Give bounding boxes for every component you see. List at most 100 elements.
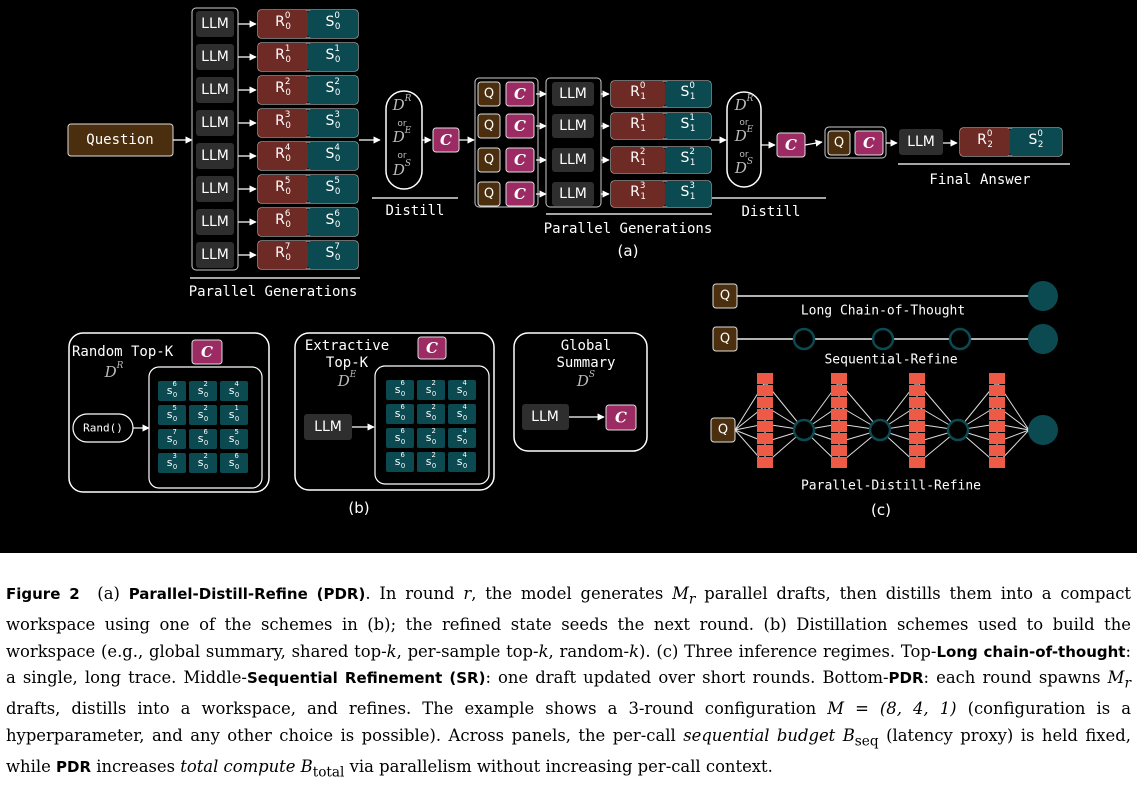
random-topk-symbol: DR: [104, 361, 124, 381]
context-label: C: [514, 85, 526, 103]
summary-chip: [158, 405, 186, 425]
or-label: or: [397, 119, 407, 129]
summary-chip: [448, 428, 476, 448]
llm-label: LLM: [201, 115, 229, 131]
caption-pdr-2: PDR: [56, 758, 91, 777]
caption-text-3: parallel drafts, then distills them into…: [6, 584, 1131, 661]
pdr-label: Parallel-Distill-Refine: [801, 479, 981, 494]
draft-node: [831, 397, 847, 408]
llm-label: LLM: [201, 148, 229, 164]
caption-text-14: via parallelism without increasing per-c…: [349, 757, 773, 777]
summary-chip: [158, 453, 186, 473]
panel-c-label: (c): [871, 501, 891, 519]
random-topk-context: [191, 339, 223, 365]
long-cot-label: Long Chain-of-Thought: [801, 304, 965, 319]
llm-label: LLM: [201, 49, 229, 65]
round0-llm-column: [191, 7, 239, 271]
final-answer-label: Final Answer: [929, 172, 1030, 188]
summary-chip: [189, 405, 217, 425]
reasoning-box: [258, 175, 308, 203]
summary-chip: [386, 428, 414, 448]
reasoning-box: [960, 128, 1010, 156]
random-topk-card: [68, 332, 270, 493]
summary-chip: [220, 429, 248, 449]
extractive-title-1: Extractive: [305, 338, 389, 354]
caption-text-5: , random-: [548, 641, 630, 661]
caption-b-total: B: [300, 757, 313, 777]
q-box-r1: [477, 113, 501, 139]
draft-node: [989, 397, 1005, 408]
summary-chip: [448, 452, 476, 472]
llm-label: LLM: [559, 86, 587, 102]
reasoning-box: [258, 208, 308, 236]
draft-node: [757, 373, 773, 384]
sequential-node: [792, 327, 816, 351]
context-label: C: [863, 134, 875, 152]
llm-box-r0: [196, 176, 234, 202]
pdr-distill-node: [946, 418, 970, 442]
distill-1-label: Distill: [385, 203, 444, 219]
caption-text-10: drafts, distills into a workspace, and r…: [6, 699, 817, 719]
draft-node: [989, 445, 1005, 456]
draft-node: [831, 385, 847, 396]
q-box-r1: [477, 181, 501, 207]
summary-chip: [189, 453, 217, 473]
caption-text-11: (configuration is a hyperparameter, and …: [6, 699, 1131, 745]
q-box-r1: [477, 147, 501, 173]
context-box-r1: [505, 181, 535, 207]
caption-r-sub-2: r: [1124, 675, 1131, 692]
distill-pill-2: [726, 91, 762, 188]
q-label: Q: [834, 136, 844, 151]
distill-e-2: DE: [734, 125, 754, 145]
llm-label: LLM: [201, 214, 229, 230]
sequential-node: [871, 327, 895, 351]
sequential-end-node: [1028, 324, 1058, 354]
llm-box-r0: [196, 143, 234, 169]
summary-chip: [158, 381, 186, 401]
summary-box: [1010, 128, 1062, 156]
distill-s-1: DS: [392, 159, 411, 179]
draft-node: [757, 409, 773, 420]
summary-chip: [386, 380, 414, 400]
reasoning-box: [258, 76, 308, 104]
context-box-r2: [854, 130, 884, 156]
draft-node: [757, 421, 773, 432]
reasoning-box: [611, 81, 665, 107]
pdr-draft-column: [831, 373, 847, 468]
draft-node: [989, 421, 1005, 432]
context-label: C: [514, 117, 526, 135]
q-label: Q: [484, 153, 494, 168]
llm-box-r1: [552, 148, 594, 172]
rand-label: Rand(): [83, 422, 123, 435]
llm-label: LLM: [201, 16, 229, 32]
caption-text-7: : a single, long trace. Middle-: [6, 641, 1132, 687]
context-label: C: [514, 151, 526, 169]
q-label: Q: [720, 332, 730, 347]
context-label: C: [615, 409, 627, 427]
panel-a-label: (a): [618, 242, 639, 260]
reasoning-box: [258, 241, 308, 269]
round1-caption: Parallel Generations: [544, 221, 713, 237]
draft-node: [909, 373, 925, 384]
